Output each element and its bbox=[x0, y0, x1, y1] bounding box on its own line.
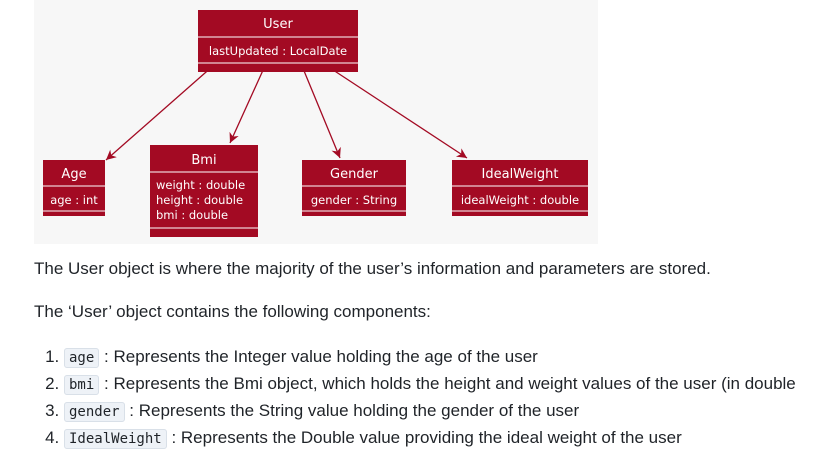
components-list: age : Represents the Integer value holdi… bbox=[34, 343, 816, 451]
class-idealweight-title: IdealWeight bbox=[482, 167, 559, 182]
class-gender-attr: gender : String bbox=[311, 193, 397, 207]
arrow-user-to-idealweight bbox=[323, 63, 468, 159]
code-gender: gender bbox=[64, 402, 125, 422]
list-item-desc: : Represents the Bmi object, which holds… bbox=[99, 374, 796, 393]
doc-content: The User object is where the majority of… bbox=[34, 257, 816, 451]
class-idealweight-attr: idealWeight : double bbox=[461, 193, 579, 207]
uml-canvas: User lastUpdated : LocalDate Age age : i… bbox=[43, 10, 588, 237]
list-item: bmi : Represents the Bmi object, which h… bbox=[64, 370, 816, 397]
arrow-user-to-bmi bbox=[229, 67, 265, 144]
class-user-title: User bbox=[263, 17, 293, 32]
class-bmi-title: Bmi bbox=[191, 153, 216, 168]
arrow-user-to-age bbox=[105, 57, 223, 161]
class-age: Age age : int bbox=[43, 160, 105, 216]
uml-class-diagram: User lastUpdated : LocalDate Age age : i… bbox=[34, 0, 598, 244]
code-age: age bbox=[64, 348, 100, 368]
class-gender-title: Gender bbox=[330, 167, 379, 182]
class-gender: Gender gender : String bbox=[302, 160, 406, 216]
code-bmi: bmi bbox=[64, 375, 100, 395]
list-item-desc: : Represents the String value holding th… bbox=[124, 401, 580, 420]
intro-paragraph: The User object is where the majority of… bbox=[34, 259, 711, 278]
list-item-desc: : Represents the Integer value holding t… bbox=[99, 347, 538, 366]
class-user-attr: lastUpdated : LocalDate bbox=[209, 44, 347, 58]
class-user: User lastUpdated : LocalDate bbox=[198, 10, 358, 72]
class-idealweight: IdealWeight idealWeight : double bbox=[452, 160, 588, 216]
list-item-desc: : Represents the Double value providing … bbox=[166, 428, 682, 447]
code-idealweight: IdealWeight bbox=[64, 429, 167, 449]
list-item: age : Represents the Integer value holdi… bbox=[64, 343, 816, 370]
list-item: gender : Represents the String value hol… bbox=[64, 397, 816, 424]
class-bmi-attr-bmi: bmi : double bbox=[156, 208, 228, 222]
class-bmi-attr-height: height : double bbox=[156, 193, 243, 207]
class-bmi-attr-weight: weight : double bbox=[156, 178, 245, 192]
arrow-user-to-gender bbox=[301, 65, 341, 159]
class-age-attr: age : int bbox=[50, 193, 98, 207]
list-item: IdealWeight : Represents the Double valu… bbox=[64, 424, 816, 451]
components-heading: The ‘User’ object contains the following… bbox=[34, 302, 431, 321]
class-age-title: Age bbox=[61, 167, 86, 182]
class-bmi: Bmi weight : double height : double bmi … bbox=[150, 145, 258, 237]
